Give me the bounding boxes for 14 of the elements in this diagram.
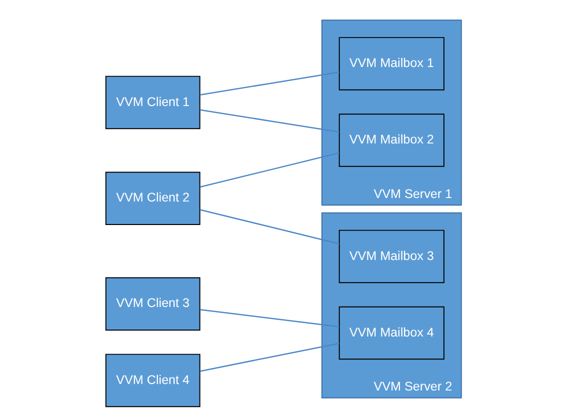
node-box: VVM Mailbox 2 [338,114,444,167]
node-box: VVM Client 2 [104,172,200,225]
node-box: VVM Mailbox 1 [338,37,444,90]
node-box: VVM Client 4 [104,354,200,408]
connector [199,309,339,328]
connector [199,72,339,96]
connector [199,209,339,244]
connector [199,109,339,133]
node-box: VVM Client 1 [104,76,200,130]
connector [199,342,339,372]
node-box: VVM Client 3 [104,277,200,331]
connector [199,152,339,188]
node-box: VVM Mailbox 3 [338,230,444,284]
node-box: VVM Mailbox 4 [338,306,444,360]
